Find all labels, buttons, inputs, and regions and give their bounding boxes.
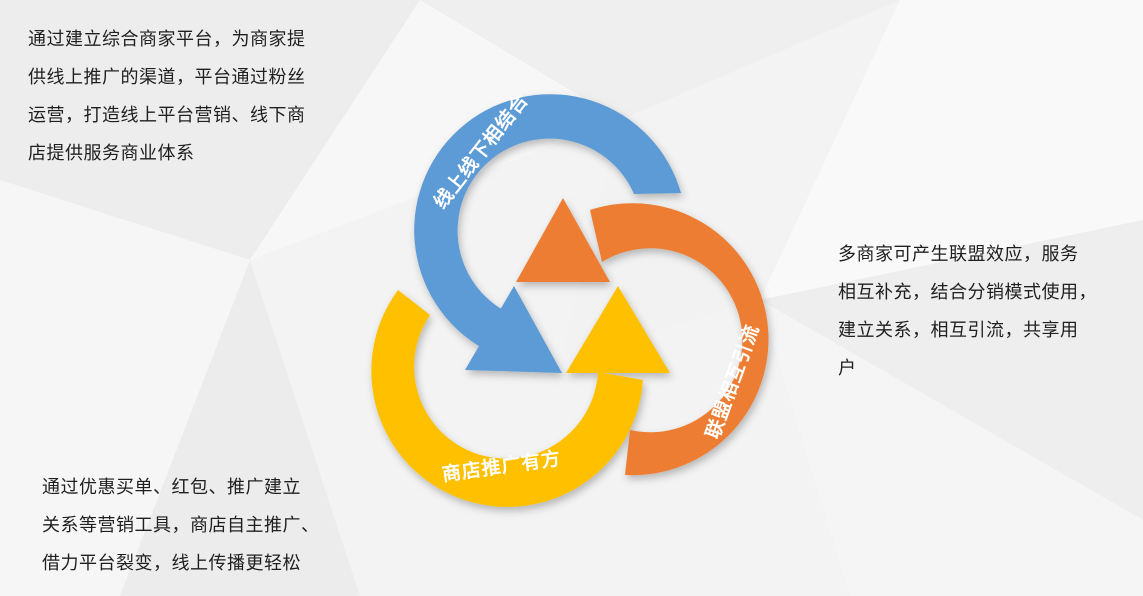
orange-arrowhead xyxy=(516,198,610,282)
yellow-arrow xyxy=(371,286,670,507)
yellow-arc xyxy=(371,290,643,507)
description-bottom-left: 通过优惠买单、红包、推广建立 关系等营销工具，商店自主推广、 借力平台裂变，线上… xyxy=(42,477,320,574)
blue-arc xyxy=(414,94,681,349)
blue-arrow xyxy=(414,94,681,373)
orange-arc xyxy=(590,203,769,476)
description-right: 多商家可产生联盟效应，服务 相互补充，结合分销模式使用， 建立关系，相互引流，共… xyxy=(838,244,1097,379)
orange-arrow xyxy=(516,198,769,476)
blue-arrowhead xyxy=(465,286,562,373)
yellow-arrowhead xyxy=(566,286,670,373)
description-top-left: 通过建立综合商家平台，为商家提 供线上推广的渠道，平台通过粉丝 运营，打造线上平… xyxy=(28,29,306,164)
